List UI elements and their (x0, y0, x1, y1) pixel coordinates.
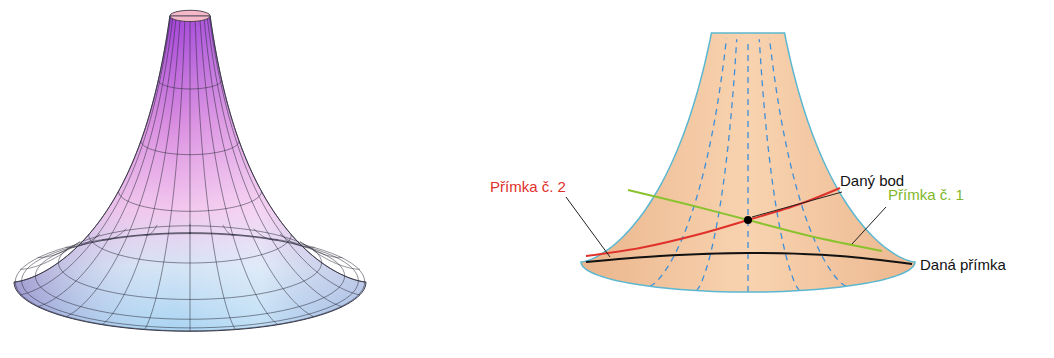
dashed-meridian (747, 40, 748, 292)
meridian-line (190, 224, 191, 234)
meridian-line (144, 21, 184, 329)
given-point (744, 216, 752, 224)
leader-line (752, 192, 842, 217)
meridian-line (195, 21, 235, 329)
line-2 (586, 188, 840, 256)
meridian-line (102, 228, 126, 239)
pseudosphere-surface (14, 10, 366, 331)
line-1 (628, 190, 882, 251)
meridian-line (254, 228, 278, 239)
pseudosphere-surface (581, 33, 915, 292)
figure-label: Přímka č. 2 (490, 178, 566, 196)
meridian-line (102, 21, 180, 325)
figure-label: Daná přímka (920, 256, 1006, 274)
meridian-line (144, 225, 157, 235)
meridian-line (14, 16, 170, 282)
outline (14, 16, 366, 331)
meridian-line (38, 242, 80, 258)
leader-line (852, 207, 886, 244)
outline (581, 33, 915, 292)
meridian-line (209, 17, 360, 294)
meridian-line (190, 22, 191, 332)
meridian-line (204, 20, 314, 317)
figure-label: Přímka č. 1 (888, 186, 964, 204)
given-line (586, 253, 912, 264)
surface-shading (14, 10, 366, 331)
meridian-line (20, 17, 171, 294)
dashed-meridian (650, 38, 727, 286)
dashed-meridian (769, 38, 846, 286)
meridian-line (66, 20, 176, 317)
leader-line (566, 197, 610, 257)
meridian-line (313, 250, 360, 269)
meridian-line (223, 225, 236, 235)
meridian-line (300, 242, 342, 258)
meridian-line (200, 21, 278, 325)
